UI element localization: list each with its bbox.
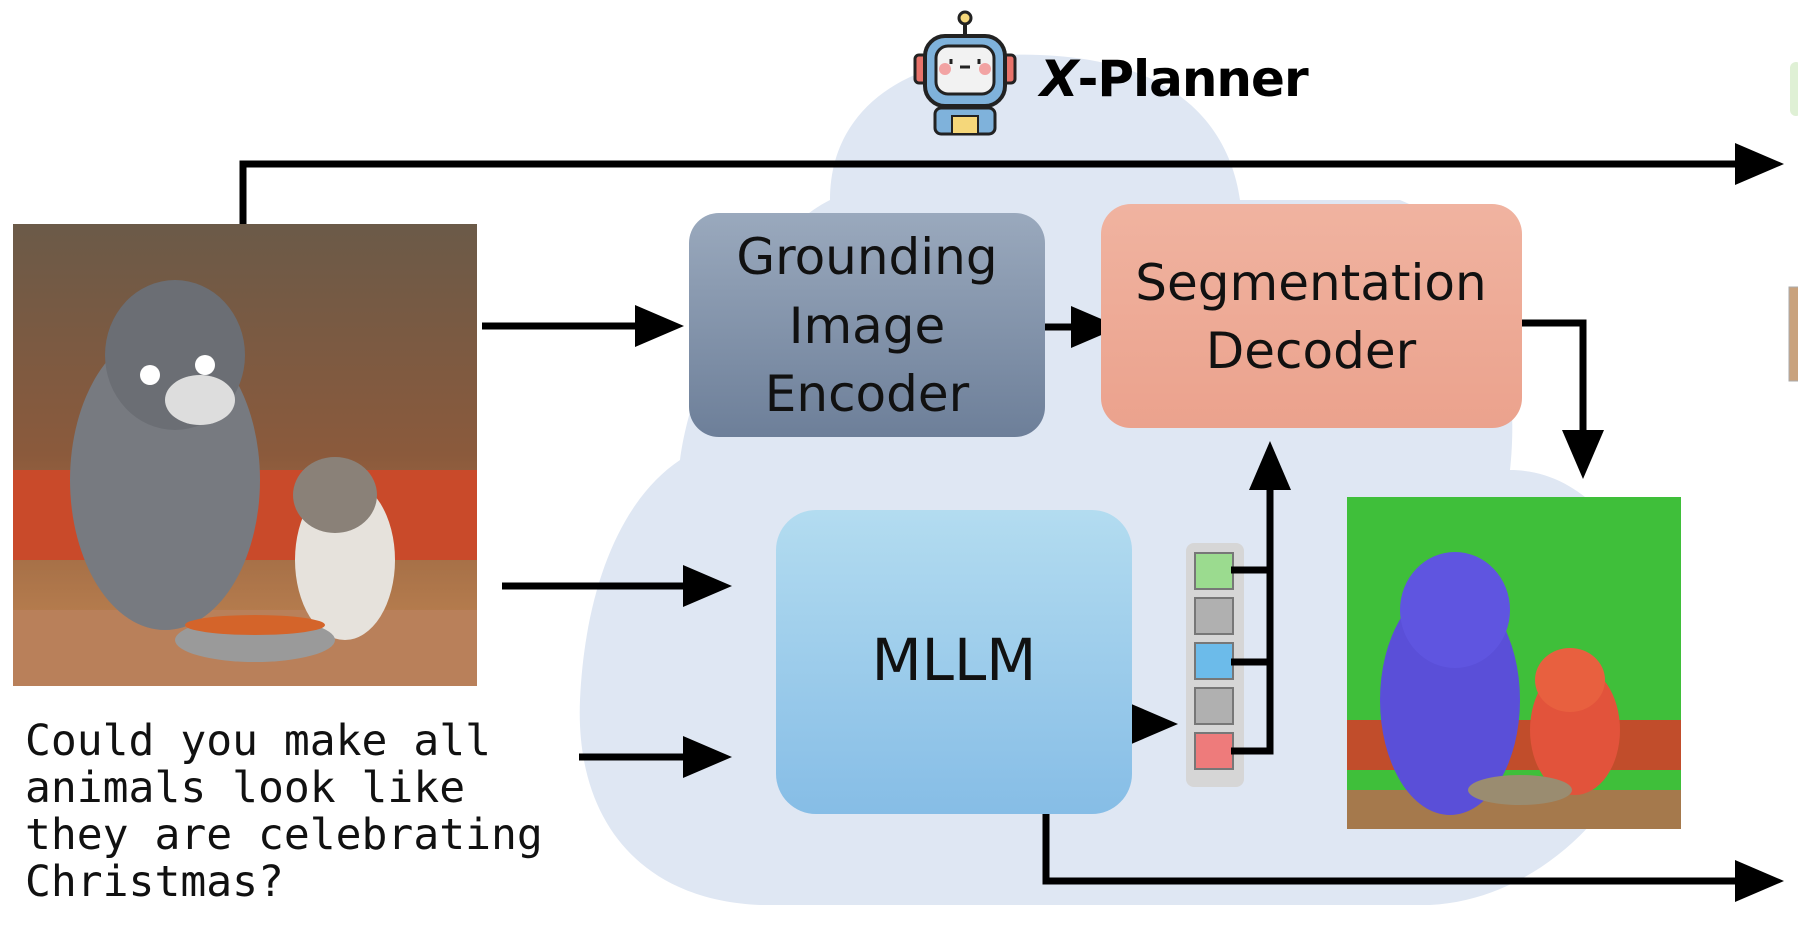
- token-2: [1194, 642, 1234, 680]
- token-column: [1186, 441, 1291, 787]
- token-bus-line: [1231, 455, 1274, 755]
- segmentation-label-line-1: Segmentation: [1135, 254, 1486, 312]
- output-panel-edge-image: [1788, 286, 1798, 382]
- mllm-box: MLLM: [776, 510, 1132, 814]
- grounding-label-line-3: Encoder: [765, 365, 970, 423]
- token-1: [1194, 597, 1234, 635]
- output-panel-edge-green: [1790, 62, 1798, 116]
- token-3: [1194, 687, 1234, 725]
- title-suffix: -Planner: [1077, 50, 1309, 108]
- grounding-label-line-2: Image: [789, 297, 946, 355]
- arrow-image-to-output-top: [239, 143, 1784, 224]
- segmentation-decoder-box: Segmentation Decoder: [1101, 204, 1522, 428]
- mllm-label: MLLM: [872, 626, 1037, 694]
- token-4: [1194, 732, 1234, 770]
- input-image: [13, 224, 477, 686]
- robot-icon: [913, 10, 1017, 136]
- grounding-image-encoder-box: Grounding Image Encoder: [689, 213, 1045, 437]
- user-prompt-text: Could you make all animals look like the…: [25, 716, 543, 907]
- segmentation-label-line-2: Decoder: [1206, 322, 1417, 380]
- x-planner-title: X-Planner: [1040, 50, 1309, 108]
- segmented-output-image: [1347, 497, 1681, 829]
- token-0: [1194, 552, 1234, 590]
- title-prefix: X: [1040, 50, 1079, 108]
- grounding-label-line-1: Grounding: [736, 228, 997, 286]
- arrow-segmentation-to-output: [1506, 319, 1604, 479]
- arrow-mllm-to-output-bottom: [1042, 814, 1784, 902]
